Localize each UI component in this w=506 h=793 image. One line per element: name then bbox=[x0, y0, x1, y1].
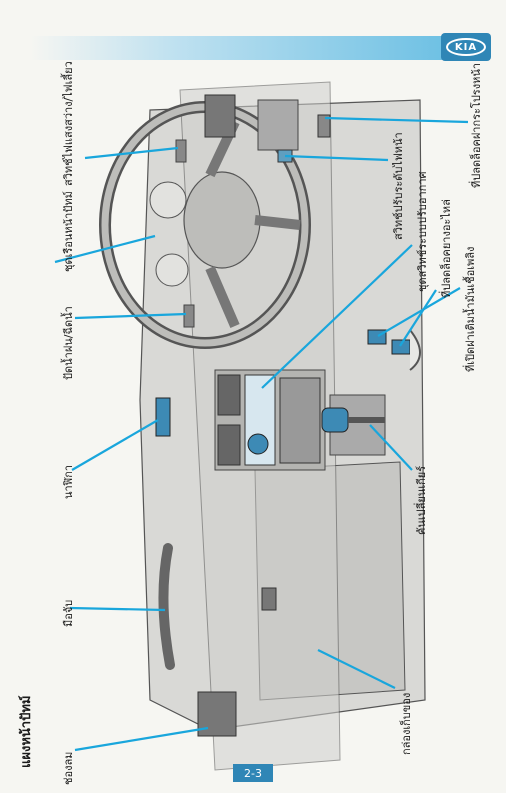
callout-line-tailgate bbox=[399, 289, 437, 347]
callout-line-climate bbox=[261, 244, 413, 389]
label-fuel-lid: ที่เปิดฝาเติมน้ำมันเชื้อเพลิง bbox=[464, 246, 477, 372]
gauge-right bbox=[155, 253, 189, 287]
glove-box-latch bbox=[261, 587, 277, 611]
callout-line-headlight-level bbox=[284, 154, 389, 162]
right-center-vent bbox=[217, 424, 241, 466]
label-clock: นาฬิกา bbox=[62, 464, 75, 499]
upper-switch-panel bbox=[257, 99, 299, 151]
callout-line-fuel bbox=[377, 287, 461, 337]
callout-line-clock bbox=[71, 419, 159, 471]
clock-body bbox=[155, 397, 171, 437]
kia-logo-oval: KIA bbox=[446, 38, 486, 56]
callout-line-wiper bbox=[74, 312, 187, 320]
label-cluster: ชุดเรือนหน้าปัทม์ bbox=[62, 191, 75, 272]
label-handle: มือจับ bbox=[62, 599, 75, 627]
gear-knob bbox=[321, 407, 349, 433]
callout-line-air-vent bbox=[74, 726, 209, 752]
upper-vent bbox=[204, 94, 236, 138]
section-title: แผงหน้าปัทม์ bbox=[19, 695, 34, 769]
left-center-vent bbox=[217, 374, 241, 416]
label-light-turn: สวิทช์ไฟแสงสว่าง/ไฟเลี้ยว bbox=[62, 61, 75, 186]
grab-handle bbox=[158, 543, 175, 670]
callout-line-glove-box bbox=[317, 649, 396, 689]
tailgate-lever bbox=[391, 339, 411, 355]
callout-line-cluster bbox=[54, 234, 156, 264]
steering-wheel-hub bbox=[183, 171, 261, 269]
wiper-stalk bbox=[183, 304, 195, 328]
label-air-vent: ช่องลม bbox=[62, 751, 75, 785]
radio-unit bbox=[279, 377, 321, 464]
hood-release-lever bbox=[317, 114, 331, 138]
light-stalk bbox=[175, 139, 187, 163]
callout-line-handle bbox=[69, 606, 166, 612]
label-gear-lever: คันเปลี่ยนเกียร์ bbox=[415, 465, 428, 535]
label-tailgate-release: ที่ปลดล็อคยางอะไหล่ bbox=[440, 199, 453, 298]
callout-line-hood bbox=[324, 116, 469, 124]
climate-knob bbox=[247, 433, 269, 455]
gauge-left bbox=[149, 181, 187, 219]
steering-spoke-right bbox=[254, 215, 301, 230]
page-number: 2-3 bbox=[233, 764, 273, 782]
label-wiper: ปัดน้ำฝน/ฉีดน้ำ bbox=[62, 306, 75, 380]
callout-line-light bbox=[84, 146, 179, 160]
label-headlight-level: สวิทช์ปรับระดับไฟหน้า bbox=[392, 132, 405, 240]
header-band bbox=[30, 36, 442, 60]
label-glove-box: กล่องเก็บของ bbox=[400, 692, 413, 755]
pedal-area bbox=[409, 329, 421, 371]
label-hood-release: ที่ปลดล็อคฝากระโปรงหน้า bbox=[470, 62, 483, 188]
steering-spoke-bottom bbox=[205, 266, 240, 328]
label-climate: ชุดสวิทช์ระบบปรับอากาศ bbox=[416, 171, 429, 292]
callout-line-gear bbox=[369, 424, 413, 471]
kia-logo: KIA bbox=[441, 33, 491, 61]
